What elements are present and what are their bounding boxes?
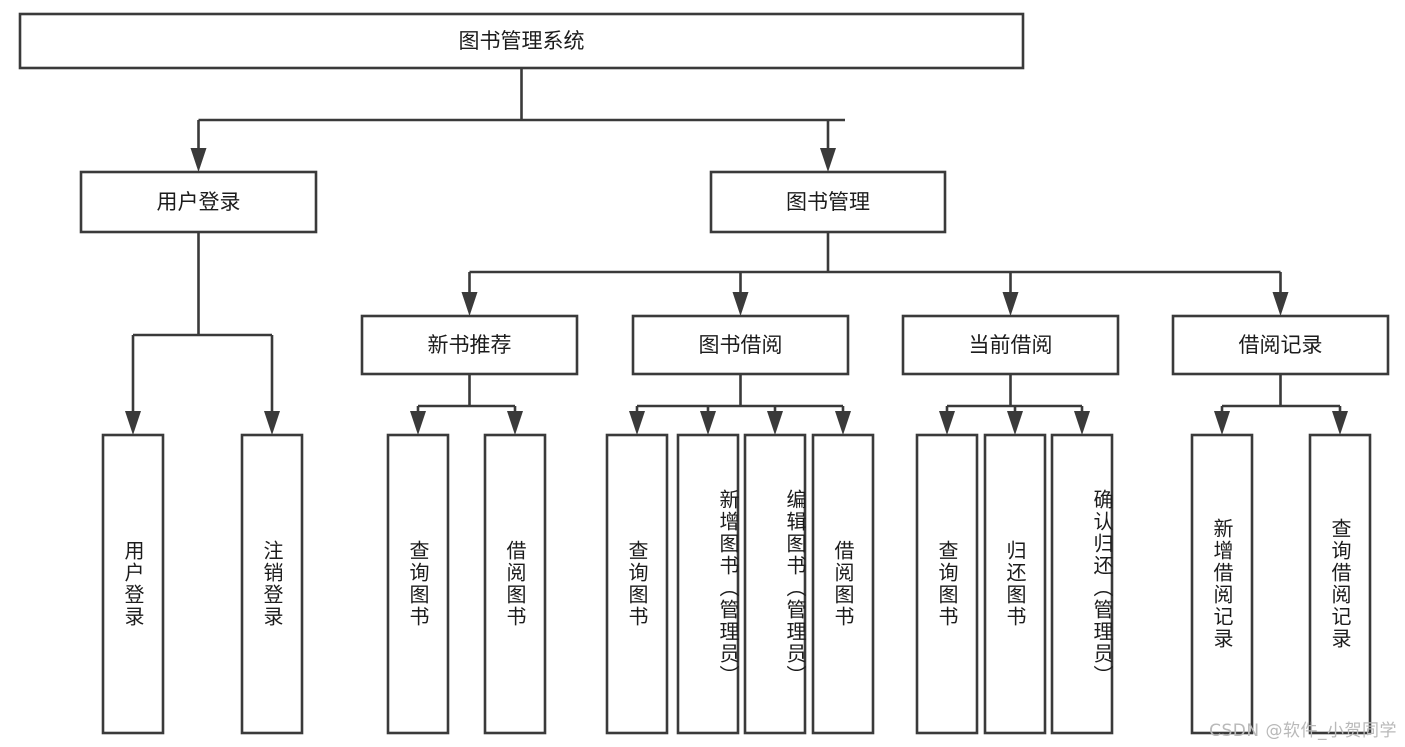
node-current-borrow-box[interactable] bbox=[901, 314, 1120, 376]
node-current-borrow[interactable]: 当前借阅 bbox=[901, 314, 1120, 376]
leaf-box-return-book[interactable] bbox=[983, 433, 1047, 735]
node-user-login-label: 用户登录 bbox=[157, 190, 241, 214]
connector-group-book-manage bbox=[461, 232, 1289, 316]
arrow-head-icon bbox=[939, 411, 955, 435]
connector-group-root bbox=[190, 68, 845, 172]
leaf-box-confirm-return-admin[interactable] bbox=[1050, 433, 1114, 735]
leaf-box-borrow-book[interactable] bbox=[811, 433, 875, 735]
node-book-manage-label: 图书管理 bbox=[786, 190, 870, 214]
arrow-head-icon bbox=[1214, 411, 1230, 435]
node-borrow-record-label: 借阅记录 bbox=[1239, 333, 1323, 357]
leaf-box-logout[interactable] bbox=[240, 433, 304, 735]
arrow-head-icon bbox=[461, 292, 478, 316]
arrow-head-icon bbox=[629, 411, 645, 435]
node-root-label: 图书管理系统 bbox=[459, 29, 585, 53]
arrow-head-icon bbox=[125, 411, 141, 435]
node-borrow-record[interactable]: 借阅记录 bbox=[1171, 314, 1390, 376]
connector-group-current-borrow bbox=[939, 374, 1090, 435]
connector-group-borrow-record bbox=[1214, 374, 1348, 435]
node-user-login-box[interactable] bbox=[79, 170, 318, 234]
leaf-box-query-borrow-record[interactable] bbox=[1308, 433, 1372, 735]
node-root[interactable]: 图书管理系统 bbox=[18, 12, 1025, 70]
arrow-head-icon bbox=[507, 411, 523, 435]
arrow-head-icon bbox=[835, 411, 851, 435]
leaf-box-query-book-borrow[interactable] bbox=[605, 433, 669, 735]
node-new-book-recommend-box[interactable] bbox=[360, 314, 579, 376]
leaf-box-query-book-new[interactable] bbox=[386, 433, 450, 735]
node-book-manage-box[interactable] bbox=[709, 170, 947, 234]
leaf-box-edit-book-admin[interactable] bbox=[743, 433, 807, 735]
node-user-login[interactable]: 用户登录 bbox=[79, 170, 318, 234]
arrow-head-icon bbox=[190, 148, 207, 172]
arrow-head-icon bbox=[732, 292, 749, 316]
arrow-head-icon bbox=[1007, 411, 1023, 435]
arrow-head-icon bbox=[264, 411, 280, 435]
node-borrow-record-box[interactable] bbox=[1171, 314, 1390, 376]
arrow-head-icon bbox=[1002, 292, 1019, 316]
leaf-box-add-book-admin[interactable] bbox=[676, 433, 740, 735]
connector-group-new-book bbox=[410, 374, 523, 435]
arrow-head-icon bbox=[1272, 292, 1289, 316]
csdn-watermark: CSDN @软件_小贺同学 bbox=[1209, 721, 1397, 741]
arrow-head-icon bbox=[700, 411, 716, 435]
node-current-borrow-label: 当前借阅 bbox=[969, 333, 1053, 357]
connector-group-borrow-book bbox=[629, 374, 851, 435]
node-book-borrow-label: 图书借阅 bbox=[699, 333, 783, 357]
leaf-box-user-login[interactable] bbox=[101, 433, 165, 735]
arrow-head-icon bbox=[1332, 411, 1348, 435]
leaf-box-borrow-book-new[interactable] bbox=[483, 433, 547, 735]
leaf-box-add-borrow-record[interactable] bbox=[1190, 433, 1254, 735]
connector-group-user-login bbox=[125, 232, 280, 435]
node-root-box[interactable] bbox=[18, 12, 1025, 70]
node-book-borrow-box[interactable] bbox=[631, 314, 850, 376]
node-new-book-recommend-label: 新书推荐 bbox=[428, 333, 512, 357]
leaf-box-query-book-current[interactable] bbox=[915, 433, 979, 735]
node-new-book-recommend[interactable]: 新书推荐 bbox=[360, 314, 579, 376]
node-book-manage[interactable]: 图书管理 bbox=[709, 170, 947, 234]
node-book-borrow[interactable]: 图书借阅 bbox=[631, 314, 850, 376]
arrow-head-icon bbox=[410, 411, 426, 435]
arrow-head-icon bbox=[1074, 411, 1090, 435]
arrow-head-icon bbox=[820, 148, 836, 172]
arrow-head-icon bbox=[767, 411, 783, 435]
